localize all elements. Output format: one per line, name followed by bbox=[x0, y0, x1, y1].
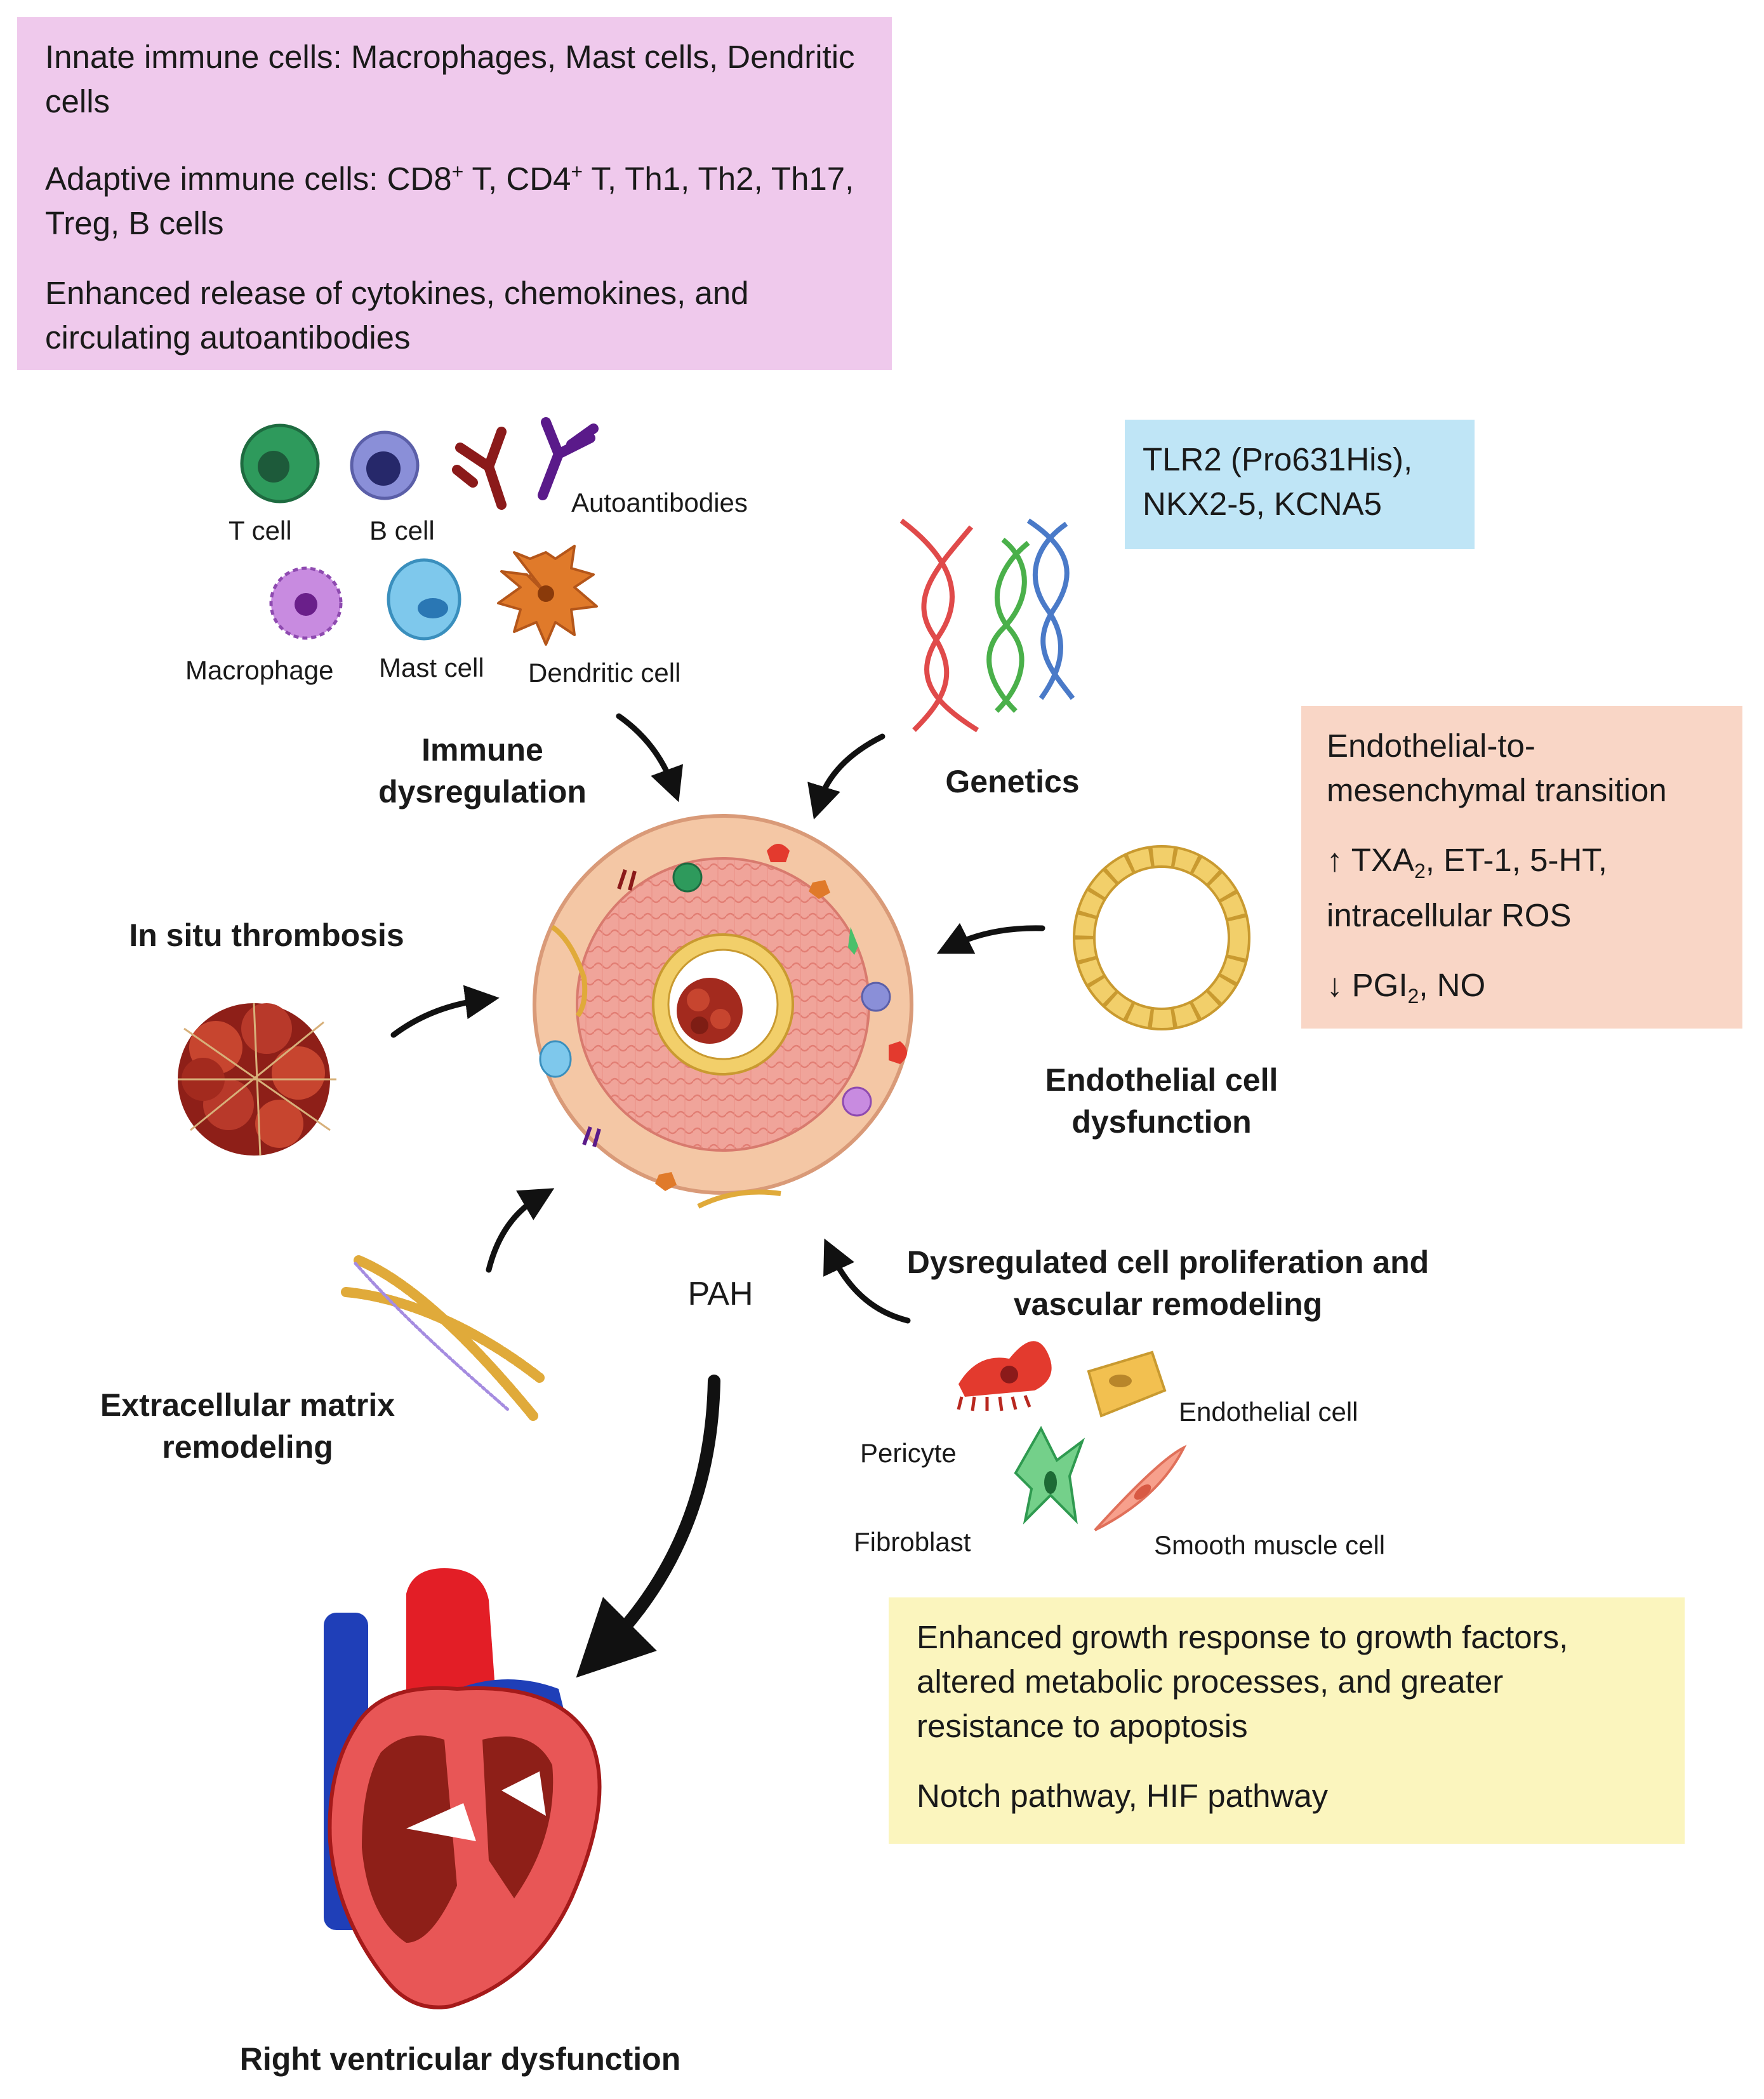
immune-dysregulation-label: Immune dysregulation bbox=[378, 732, 587, 810]
endothelial-ring-icon bbox=[1073, 845, 1250, 1030]
fibroblast-caption: Fibroblast bbox=[854, 1527, 971, 1557]
pericyte-caption: Pericyte bbox=[860, 1438, 957, 1468]
genetics-genes-text: TLR2 (Pro631His), NKX2-5, KCNA5 bbox=[1143, 441, 1413, 522]
t-cell-caption: T cell bbox=[229, 516, 292, 545]
macrophage-icon bbox=[269, 566, 343, 640]
innate-immune-text: Innate immune cells: Macrophages, Mast c… bbox=[45, 39, 855, 119]
in-situ-thrombosis-label: In situ thrombosis bbox=[129, 917, 404, 953]
rv-dysfunction-label: Right ventricular dysfunction bbox=[239, 2041, 681, 2077]
txa-subscript: 2 bbox=[1414, 860, 1426, 883]
adaptive-text-part1: Adaptive immune cells: CD8 bbox=[45, 161, 452, 197]
smooth-muscle-cell-icon bbox=[1094, 1444, 1187, 1531]
increased-mediators-text: ↑ TXA2, ET-1, 5-HT, intracellular ROS bbox=[1327, 838, 1717, 938]
thrombus-icon bbox=[178, 1003, 336, 1156]
endothelial-cell-icon bbox=[1087, 1350, 1167, 1418]
ecm-fibres-icon bbox=[341, 1255, 545, 1421]
t-cell-icon bbox=[240, 423, 320, 503]
mast-cell-caption: Mast cell bbox=[379, 653, 484, 683]
arrows bbox=[390, 713, 1045, 1678]
txa-text: ↑ TXA bbox=[1327, 842, 1414, 878]
b-cell-caption: B cell bbox=[369, 516, 435, 545]
endothelial-cell-caption: Endothelial cell bbox=[1179, 1397, 1358, 1427]
adaptive-immune-text: Adaptive immune cells: CD8+ T, CD4+ T, T… bbox=[45, 149, 864, 246]
purple-antibody-icon bbox=[538, 417, 599, 500]
endmt-text: Endothelial-to-mesenchymal transition bbox=[1327, 728, 1667, 808]
genetics-label: Genetics bbox=[945, 764, 1080, 799]
pah-label: PAH bbox=[687, 1276, 753, 1312]
pgi-subscript: 2 bbox=[1407, 985, 1419, 1008]
proliferation-box: Enhanced growth response to growth facto… bbox=[889, 1597, 1685, 1844]
increased-rest-text: , ET-1, 5-HT, intracellular ROS bbox=[1327, 842, 1607, 934]
dendritic-cell-caption: Dendritic cell bbox=[528, 658, 681, 688]
pathways-text: Notch pathway, HIF pathway bbox=[917, 1778, 1329, 1814]
dendritic-cell-icon bbox=[497, 545, 598, 646]
b-cell-icon bbox=[350, 430, 420, 500]
mast-cell-icon bbox=[387, 558, 461, 641]
smooth-muscle-cell-caption: Smooth muscle cell bbox=[1154, 1530, 1386, 1560]
endothelial-dysfunction-label: Endothelial cell dysfunction bbox=[1045, 1062, 1278, 1140]
endothelial-box: Endothelial-to-mesenchymal transition ↑ … bbox=[1301, 706, 1742, 1029]
growth-response-text: Enhanced growth response to growth facto… bbox=[917, 1619, 1568, 1744]
pah-vessel-cross-section bbox=[533, 814, 913, 1209]
ecm-remodeling-label: Extracellular matrix remodeling bbox=[100, 1387, 395, 1465]
fibroblast-icon bbox=[1014, 1425, 1085, 1525]
cytokine-release-text: Enhanced release of cytokines, chemokine… bbox=[45, 275, 749, 356]
dna-helix-icon bbox=[899, 518, 1075, 733]
genetics-box: TLR2 (Pro631His), NKX2-5, KCNA5 bbox=[1125, 420, 1475, 549]
pgi-text: ↓ PGI bbox=[1327, 967, 1408, 1004]
decreased-rest-text: , NO bbox=[1419, 967, 1486, 1004]
pericyte-icon bbox=[957, 1341, 1052, 1411]
cd8-superscript: + bbox=[451, 160, 464, 183]
adaptive-text-part3: T, Th1, Th2, Th17, Treg, B cells bbox=[45, 161, 854, 241]
immune-cells-box: Innate immune cells: Macrophages, Mast c… bbox=[17, 17, 892, 370]
autoantibodies-caption: Autoantibodies bbox=[571, 488, 748, 517]
cd4-superscript: + bbox=[571, 160, 583, 183]
adaptive-text-part2: T, CD4 bbox=[463, 161, 571, 197]
dysregulated-proliferation-label: Dysregulated cell proliferation and vasc… bbox=[906, 1244, 1429, 1322]
decreased-mediators-text: ↓ PGI2, NO bbox=[1327, 963, 1717, 1018]
red-antibody-icon bbox=[452, 427, 507, 510]
macrophage-caption: Macrophage bbox=[185, 655, 334, 685]
heart-icon bbox=[324, 1568, 602, 2009]
